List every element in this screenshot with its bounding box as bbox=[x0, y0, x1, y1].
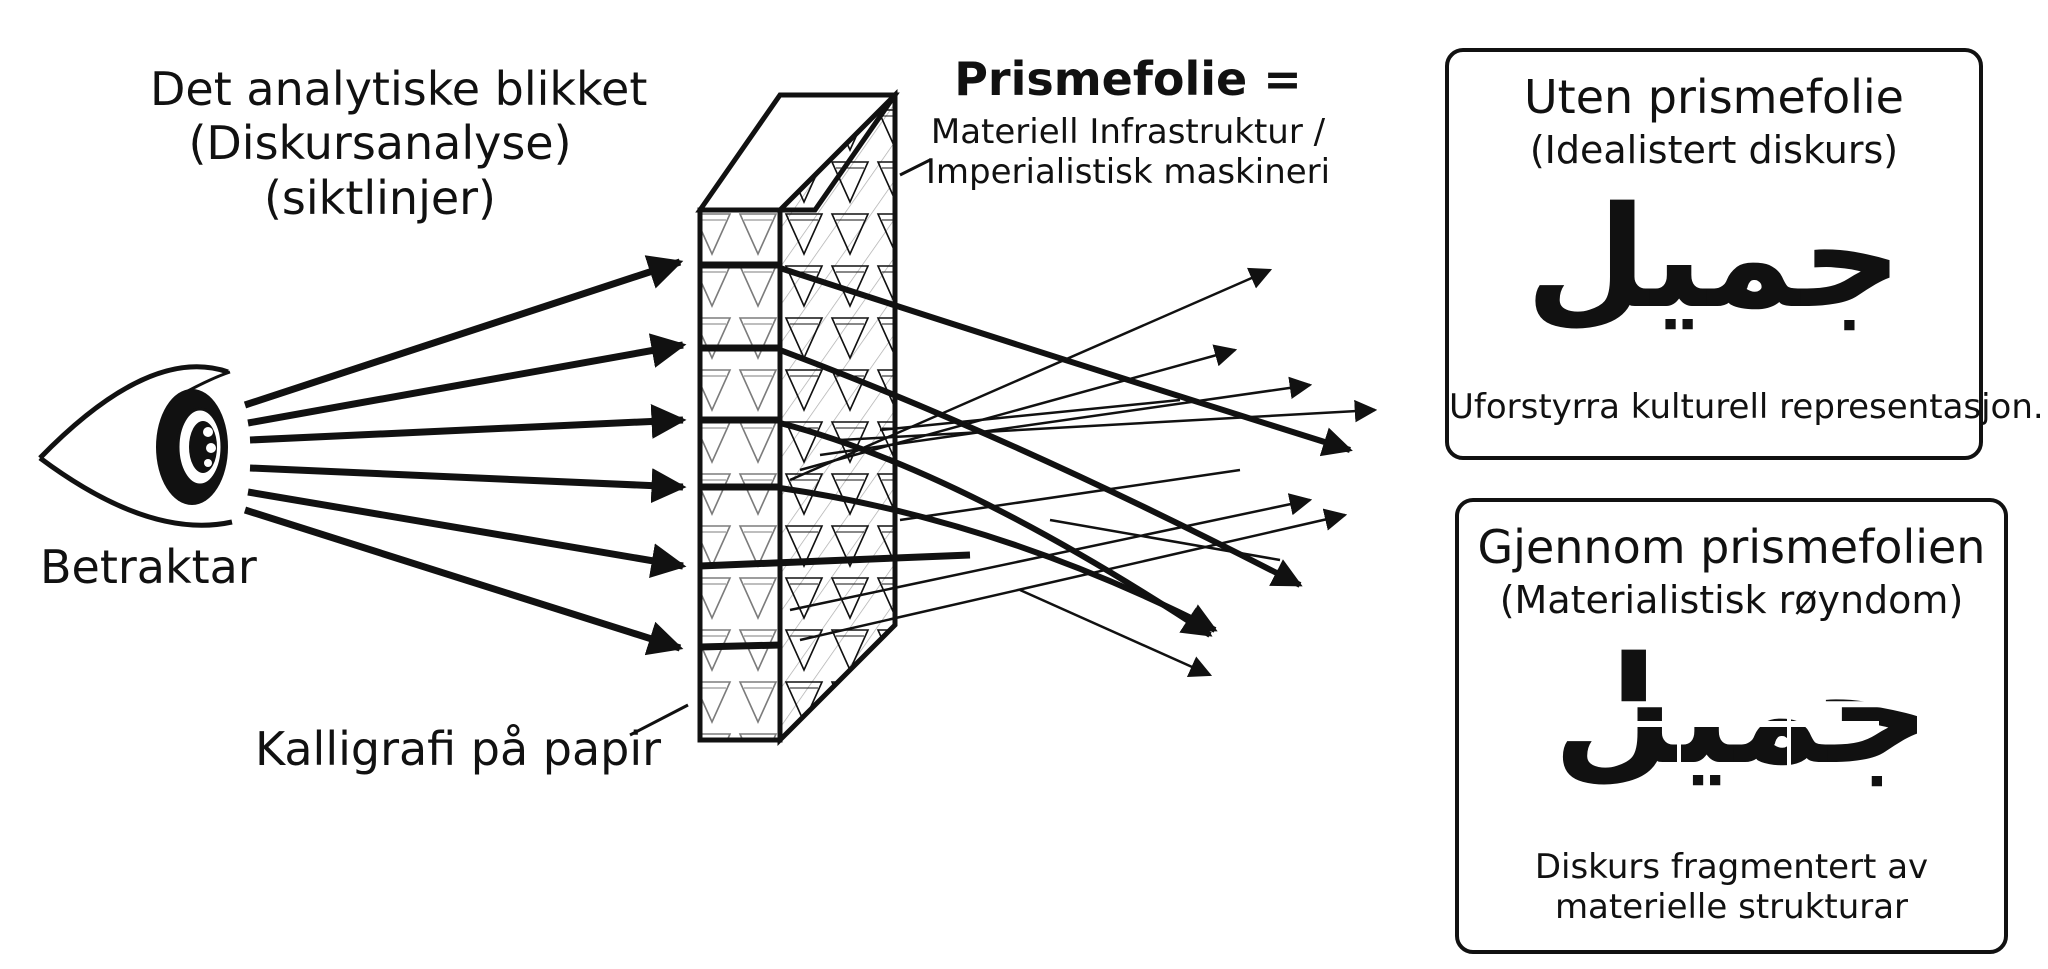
eye-icon bbox=[38, 364, 233, 528]
panel-without-caption: Uforstyrra kulturell representasjon. bbox=[1449, 387, 2044, 427]
prism-leader-line bbox=[899, 158, 931, 177]
viewer-label: Betraktar bbox=[40, 540, 257, 594]
refracted-beam bbox=[779, 265, 1353, 457]
fragment-upper: جميل bbox=[1537, 632, 1914, 790]
sight-line bbox=[243, 255, 684, 409]
refracted-beam bbox=[779, 485, 1218, 633]
panel-through-title: Gjennom prismefolien bbox=[1477, 520, 1986, 574]
panel-without-subtitle: (Idealistert diskurs) bbox=[1529, 128, 1899, 172]
prism-label: Prismefolie = Materiell Infrastruktur / … bbox=[918, 52, 1338, 192]
paper-leader-line bbox=[629, 703, 689, 737]
prism-strands bbox=[699, 261, 971, 651]
refracted-beams bbox=[778, 265, 1353, 638]
panel-without-prism: Uten prismefolie (Idealistert diskurs) ج… bbox=[1445, 48, 2044, 460]
sight-line bbox=[247, 488, 687, 578]
calligraphy-word-fragmented: جميل جميل bbox=[1459, 632, 2004, 822]
prism-line: Imperialistisk maskineri bbox=[925, 152, 1331, 193]
calligraphy-word-intact: جميل bbox=[1525, 177, 1903, 340]
panel-through-prism: Gjennom prismefolien (Materialistisk røy… bbox=[1455, 498, 2008, 954]
prism-title: Prismefolie = bbox=[954, 52, 1302, 106]
fragment-cuts bbox=[1589, 652, 1879, 802]
panel-without-title: Uten prismefolie bbox=[1524, 70, 1904, 124]
prism-sheet bbox=[695, 88, 900, 747]
gaze-label-line: (Diskursanalyse) bbox=[188, 116, 572, 171]
refracted-beam bbox=[778, 347, 1303, 588]
gaze-label-line: (siktlinjer) bbox=[263, 170, 497, 225]
sight-line bbox=[247, 333, 687, 427]
scattered-rays bbox=[789, 267, 1378, 677]
sight-line bbox=[249, 464, 687, 504]
sight-line bbox=[243, 506, 684, 656]
prism-line: Materiell Infrastruktur / bbox=[930, 112, 1326, 153]
gaze-label: Det analytiske blikket (Diskursanalyse) … bbox=[150, 62, 648, 225]
sight-line bbox=[249, 403, 687, 444]
gaze-label-line: Det analytiske blikket bbox=[150, 62, 648, 116]
paper-label: Kalligrafi på papir bbox=[255, 722, 662, 776]
sight-lines bbox=[243, 255, 687, 656]
caption-line: Diskurs fragmentert av bbox=[1534, 847, 1929, 887]
panel-through-subtitle: (Materialistisk røyndom) bbox=[1499, 578, 1964, 622]
caption-line: materielle strukturar bbox=[1554, 887, 1909, 928]
panel-through-caption: Diskurs fragmentert av materielle strukt… bbox=[1459, 847, 2004, 927]
